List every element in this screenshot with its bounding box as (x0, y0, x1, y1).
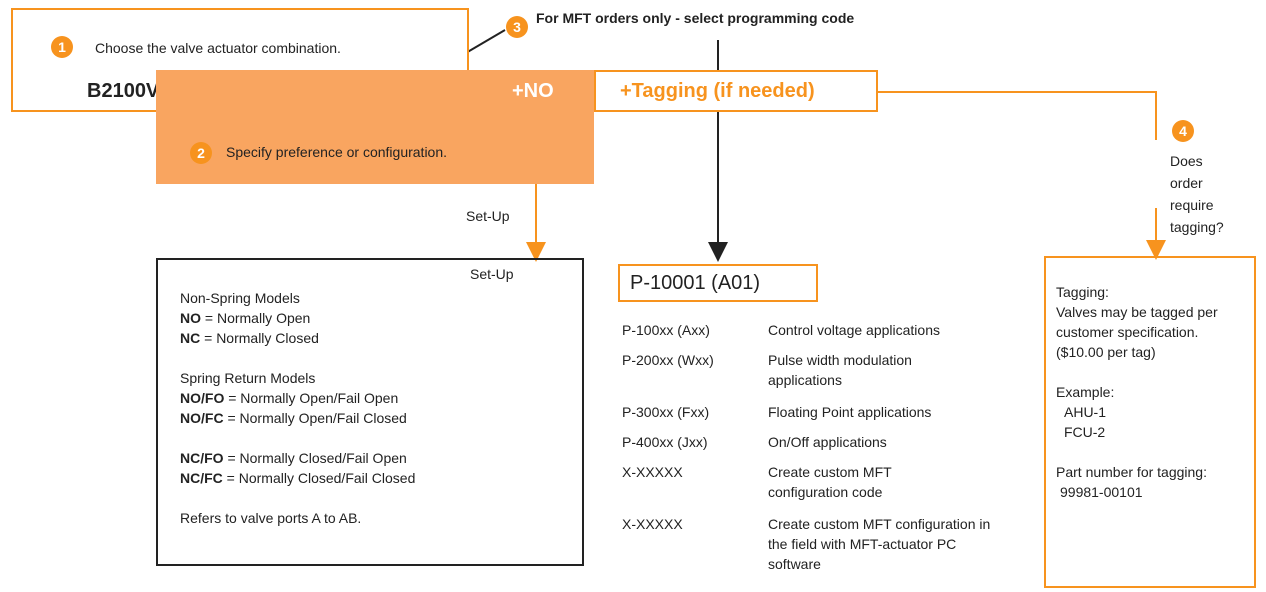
option-code: NO/FC (180, 410, 224, 426)
tagging-header-box: +Tagging (if needed) (594, 70, 878, 112)
step2-panel (156, 70, 594, 184)
part-number: 99981-00101 (1060, 484, 1143, 500)
option-desc: = Normally Open (201, 310, 311, 326)
option-desc: = Normally Open/Fail Closed (223, 410, 407, 426)
program-code-cell: X-XXXXX (622, 464, 683, 480)
step4-text: Does order require tagging? (1170, 150, 1224, 238)
option-code: NO (180, 310, 201, 326)
arrow-tagging-path (878, 91, 1157, 140)
program-desc-cell: Create custom MFT configuration in the f… (768, 516, 991, 572)
spring-title: Spring Return Models (180, 370, 316, 386)
tagging-content: Tagging: Valves may be tagged per custom… (1056, 282, 1252, 502)
step4-line: order (1170, 175, 1203, 191)
option-no: NO = Normally Open (180, 308, 570, 328)
option-ncfo: NC/FO = Normally Closed/Fail Open (180, 448, 570, 468)
config-box: Set-Up Non-Spring Models NO = Normally O… (156, 258, 584, 566)
step3-badge: 3 (506, 16, 528, 38)
option-code: NC/FC (180, 470, 223, 486)
example-label: Example: (1056, 384, 1115, 400)
program-code: P-10001 (A01) (630, 272, 761, 294)
option-nc: NC = Normally Closed (180, 328, 570, 348)
program-desc-cell: Create custom MFT configuration code (768, 464, 892, 500)
option-nofc: NO/FC = Normally Open/Fail Closed (180, 408, 570, 428)
example-item: AHU-1 (1064, 404, 1107, 420)
option-desc: = Normally Closed/Fail Closed (222, 470, 416, 486)
option-desc: = Normally Open/Fail Open (224, 390, 399, 406)
program-desc-cell: Floating Point applications (768, 404, 932, 420)
setup-label-inner: Set-Up (470, 266, 514, 282)
program-desc-cell: On/Off applications (768, 434, 887, 450)
option-code: NO/FO (180, 390, 225, 406)
option-code: NC/FO (180, 450, 224, 466)
tagging-desc-line: Valves may be tagged per (1056, 304, 1218, 320)
setup-label: Set-Up (466, 208, 510, 224)
tagging-desc-line: ($10.00 per tag) (1056, 344, 1156, 360)
step1-text: Choose the valve actuator combination. (95, 40, 341, 56)
example-item: FCU-2 (1064, 424, 1106, 440)
program-code-cell: P-200xx (Wxx) (622, 352, 714, 368)
non-spring-title: Non-Spring Models (180, 290, 300, 306)
tagging-header: +Tagging (if needed) (620, 80, 815, 102)
step2-text: Specify preference or configuration. (226, 144, 448, 160)
program-table: P-100xx (Axx) Control voltage applicatio… (622, 320, 1012, 590)
tagging-desc-line: customer specification. (1056, 324, 1199, 340)
program-code-box: P-10001 (A01) (618, 264, 818, 302)
program-desc-cell: Pulse width modulation applications (768, 352, 912, 388)
step4-badge: 4 (1172, 120, 1194, 142)
option-code: NC (180, 330, 201, 346)
part-label: Part number for tagging: (1056, 464, 1207, 480)
config-footer: Refers to valve ports A to AB. (180, 510, 362, 526)
program-code-cell: P-400xx (Jxx) (622, 434, 708, 450)
step1-badge: 1 (51, 36, 73, 58)
step2-badge: 2 (190, 142, 212, 164)
option-ncfc: NC/FC = Normally Closed/Fail Closed (180, 468, 570, 488)
option-desc: = Normally Closed/Fail Open (223, 450, 407, 466)
config-content: Non-Spring Models NO = Normally Open NC … (180, 288, 570, 528)
no-code: +NO (512, 80, 554, 102)
tagging-title: Tagging: (1056, 284, 1109, 300)
program-code-cell: P-100xx (Axx) (622, 322, 710, 338)
step4-line: Does (1170, 153, 1203, 169)
program-desc-cell: Control voltage applications (768, 322, 940, 338)
program-code-cell: X-XXXXX (622, 516, 683, 532)
program-code-cell: P-300xx (Fxx) (622, 404, 710, 420)
option-desc: = Normally Closed (200, 330, 319, 346)
step3-text: For MFT orders only - select programming… (536, 10, 855, 26)
step4-line: tagging? (1170, 219, 1224, 235)
step4-line: require (1170, 197, 1214, 213)
option-nofo: NO/FO = Normally Open/Fail Open (180, 388, 570, 408)
tagging-box: Tagging: Valves may be tagged per custom… (1044, 256, 1256, 588)
